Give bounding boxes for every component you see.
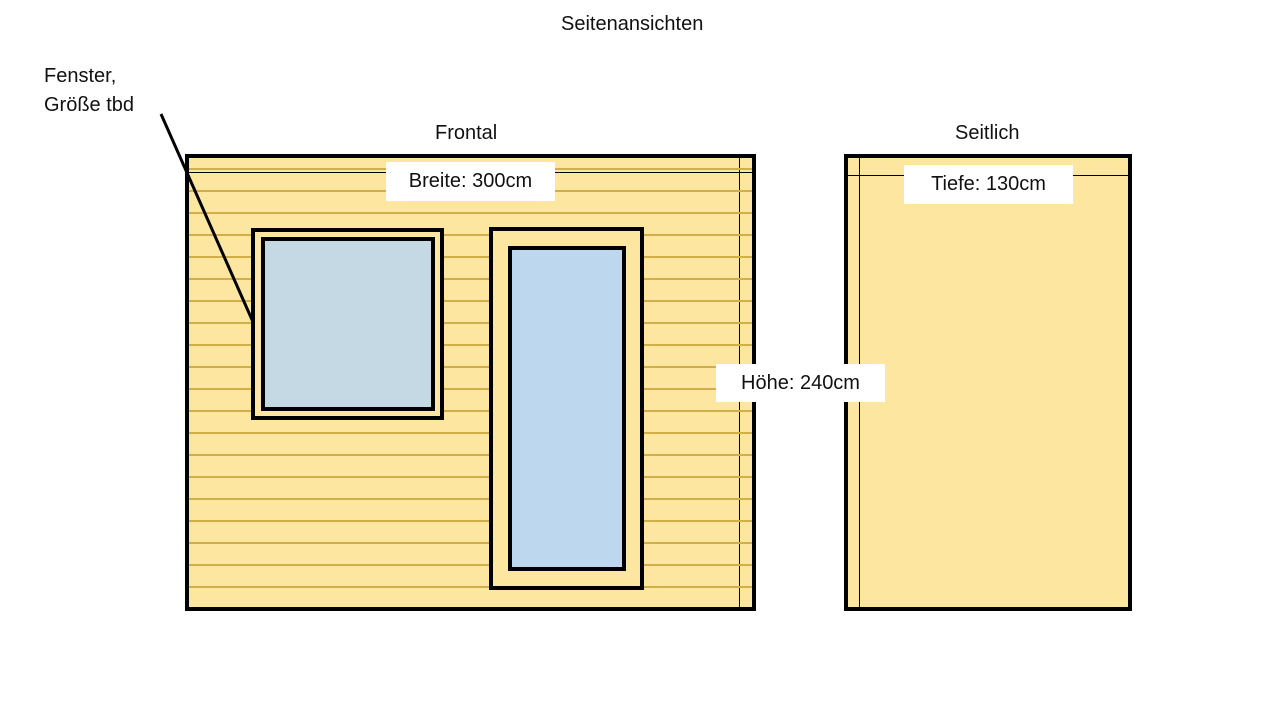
plank-line bbox=[189, 344, 752, 346]
front-view-heading: Frontal bbox=[435, 122, 498, 144]
plank-line bbox=[189, 454, 752, 456]
plank-line bbox=[189, 212, 752, 214]
annotation-line-2: Größe tbd bbox=[44, 94, 135, 116]
plank-line bbox=[189, 366, 752, 368]
plank-line bbox=[189, 256, 752, 258]
plank-line bbox=[189, 410, 752, 412]
plank-line bbox=[189, 278, 752, 280]
height-dimension-label: Höhe: 240cm bbox=[716, 364, 885, 402]
plank-line bbox=[189, 476, 752, 478]
side-wall-panel bbox=[844, 154, 1132, 611]
plank-line bbox=[189, 498, 752, 500]
plank-line bbox=[189, 586, 752, 588]
plank-line bbox=[189, 234, 752, 236]
plank-line bbox=[189, 542, 752, 544]
tall-window-glass bbox=[508, 246, 626, 571]
width-dimension-label: Breite: 300cm bbox=[386, 162, 555, 201]
plank-line bbox=[189, 388, 752, 390]
plank-line bbox=[189, 520, 752, 522]
plank-line bbox=[189, 432, 752, 434]
diagram-title: Seitenansichten bbox=[561, 13, 704, 35]
plank-line bbox=[189, 564, 752, 566]
annotation-line-1: Fenster, bbox=[44, 65, 117, 87]
depth-dimension-label: Tiefe: 130cm bbox=[904, 165, 1073, 204]
plank-line bbox=[189, 322, 752, 324]
plank-line bbox=[189, 300, 752, 302]
side-view-heading: Seitlich bbox=[955, 122, 1020, 144]
small-window-glass bbox=[261, 237, 435, 411]
